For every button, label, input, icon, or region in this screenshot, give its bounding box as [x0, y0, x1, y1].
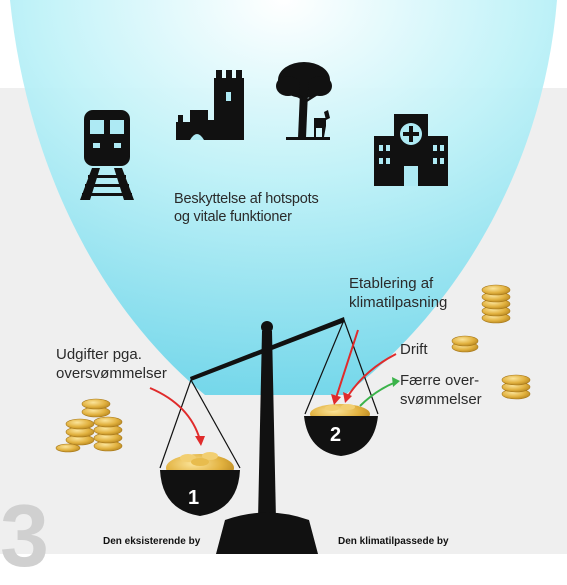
right-pan-number: 2 — [330, 424, 342, 446]
left-pan — [160, 452, 240, 516]
right-pan — [304, 404, 378, 456]
udgifter-label-line1: Udgifter pga. — [56, 346, 142, 363]
light-beam — [10, 0, 557, 395]
faerre-label-line1: Færre over- — [400, 372, 480, 389]
coin-stack-drift — [451, 335, 479, 353]
protection-label-line1: Beskyttelse af hotspots — [174, 191, 319, 207]
protection-label-line2: og vitale funktioner — [174, 209, 292, 225]
left-pan-number: 1 — [188, 487, 200, 509]
udgifter-label-line2: oversvømmelser — [56, 365, 167, 382]
coin-stack-faerre — [501, 374, 531, 400]
green-arrow-faerre — [359, 377, 400, 407]
etablering-label-line2: klimatilpasning — [349, 294, 448, 311]
coin-pile-left — [55, 398, 123, 453]
train-icon — [80, 110, 134, 200]
caption-existing-city: Den eksisterende by — [103, 536, 201, 547]
tree-deer-icon — [276, 62, 332, 140]
red-arrow-drift — [343, 353, 397, 403]
red-arrow-etablering — [331, 329, 359, 405]
caption-adapted-city: Den klimatilpassede by — [338, 536, 449, 547]
section-number: 3 — [0, 486, 49, 585]
faerre-label-line2: svømmelser — [400, 391, 482, 408]
red-arrow-udgifter — [149, 387, 205, 446]
castle-tower-icon — [176, 70, 244, 140]
balance-scale — [159, 317, 379, 554]
diagram-graphics — [10, 0, 557, 554]
etablering-label-line1: Etablering af — [349, 275, 434, 292]
coin-stack-etablering — [481, 284, 511, 324]
drift-label: Drift — [400, 341, 428, 358]
hospital-icon — [374, 114, 448, 186]
